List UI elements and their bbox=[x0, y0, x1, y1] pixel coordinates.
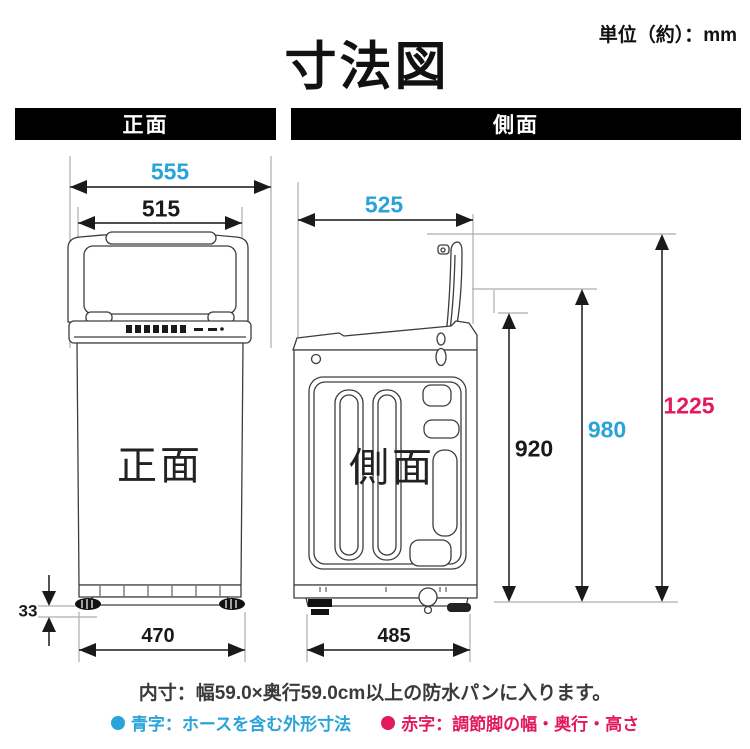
color-legend: 青字：ホースを含む外形寸法 赤字：調節脚の幅・奥行・高さ bbox=[0, 710, 750, 735]
side-panel-header: 側面 bbox=[291, 108, 741, 140]
page-title: 寸法図 bbox=[284, 38, 450, 97]
side-hook-lower bbox=[435, 347, 447, 367]
dimension-label-body-width: 515 bbox=[141, 195, 181, 222]
blue-dot-icon bbox=[110, 715, 125, 730]
side-groove-handle bbox=[423, 419, 460, 439]
front-lid-window bbox=[83, 245, 237, 315]
side-drain-cap bbox=[418, 587, 438, 607]
dimension-label-outer-height: 980 bbox=[587, 416, 627, 443]
legend-item-blue: 青字：ホースを含む外形寸法 bbox=[110, 710, 352, 735]
front-view-drawing bbox=[67, 231, 252, 610]
inner-dimension-note: 内寸：幅59.0×奥行59.0cm以上の防水パンに入ります。 bbox=[138, 683, 612, 704]
front-view-body-label: 正面 bbox=[117, 444, 203, 488]
legend-red-label: 赤字：調節脚の幅・奥行・高さ bbox=[401, 715, 640, 734]
front-panel-buttons bbox=[126, 325, 224, 333]
front-base bbox=[91, 596, 229, 606]
side-foot-back bbox=[447, 603, 471, 612]
dimension-label-feet-width: 470 bbox=[141, 625, 175, 647]
front-bottom-band bbox=[78, 584, 242, 598]
front-panel-title: 正面 bbox=[122, 114, 169, 137]
red-dot-icon bbox=[381, 715, 396, 730]
side-top-knob bbox=[310, 353, 322, 365]
side-groove-hook-bottom bbox=[409, 539, 452, 567]
front-lid-handle bbox=[105, 231, 217, 245]
front-control-panel bbox=[68, 320, 252, 344]
side-groove-hook-top bbox=[422, 384, 452, 407]
dimension-label-foot-height: 33 bbox=[18, 601, 38, 621]
dimension-label-outer-width: 555 bbox=[150, 158, 190, 185]
dimension-label-lid-open-height: 1225 bbox=[663, 392, 715, 419]
side-panel-title: 側面 bbox=[493, 114, 539, 137]
dimension-label-outer-depth: 525 bbox=[364, 191, 404, 218]
dimension-label-feet-depth: 485 bbox=[377, 625, 411, 647]
unit-label: 単位（約）：mm bbox=[598, 25, 737, 46]
side-view-drawing bbox=[292, 241, 478, 615]
dimension-label-body-height: 920 bbox=[514, 435, 554, 462]
side-view-body-label: 側面 bbox=[349, 446, 435, 490]
side-groove-vertical bbox=[432, 449, 458, 537]
side-dimension-arrows bbox=[298, 213, 669, 657]
front-panel-header: 正面 bbox=[15, 108, 276, 140]
side-top-cap bbox=[292, 320, 478, 351]
legend-item-red: 赤字：調節脚の幅・奥行・高さ bbox=[381, 710, 639, 735]
side-hook-upper bbox=[436, 332, 446, 346]
front-dimension-arrows bbox=[42, 180, 271, 657]
legend-blue-label: 青字：ホースを含む外形寸法 bbox=[130, 715, 352, 734]
side-foot-front bbox=[308, 599, 332, 615]
